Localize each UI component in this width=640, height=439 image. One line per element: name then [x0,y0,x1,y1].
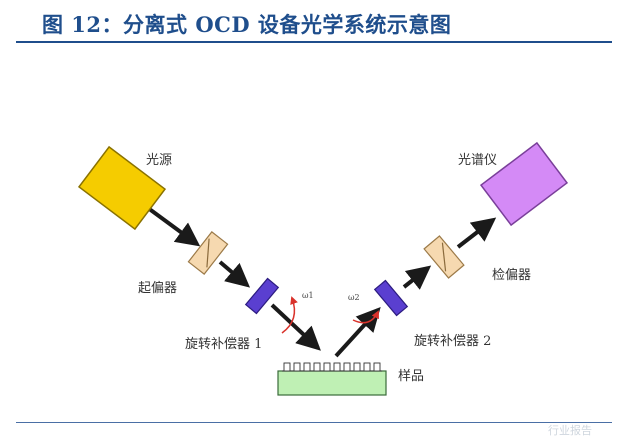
compensator-1-label: 旋转补偿器 1 [185,337,262,352]
omega-2-label: ω2 [348,293,360,302]
polarizer [187,231,229,275]
figure-title: 图 12：分离式 OCD 设备光学系统示意图 [42,12,452,37]
sample-label: 样品 [398,369,424,384]
light-source-block [77,145,167,231]
incident-beam-2 [218,260,251,288]
watermark: 行业报告 [548,423,592,437]
compensator-2-label: 旋转补偿器 2 [414,334,491,349]
sample-stage [277,362,387,396]
incident-beam-3 [270,303,321,351]
figure-header: 图 12：分离式 OCD 设备光学系统示意图 [16,0,612,43]
reflected-beam-3 [456,217,497,249]
analyzer-label: 检偏器 [492,268,531,283]
analyzer [423,235,465,279]
reflected-beam-1 [334,307,381,358]
rotation-arrow-1 [281,296,298,334]
figure-bottom-rule [16,422,612,423]
omega-1-label: ω1 [302,291,314,300]
light-source-label: 光源 [146,153,172,168]
spectrometer-block [479,141,569,227]
compensator-2-block [373,279,409,317]
spectrometer-label: 光谱仪 [458,153,497,168]
rotation-arrow-2 [352,310,379,324]
incident-beam-1 [146,206,201,247]
reflected-beam-2 [402,265,432,290]
compensator-1-block [244,277,280,315]
polarizer-label: 起偏器 [138,281,177,296]
